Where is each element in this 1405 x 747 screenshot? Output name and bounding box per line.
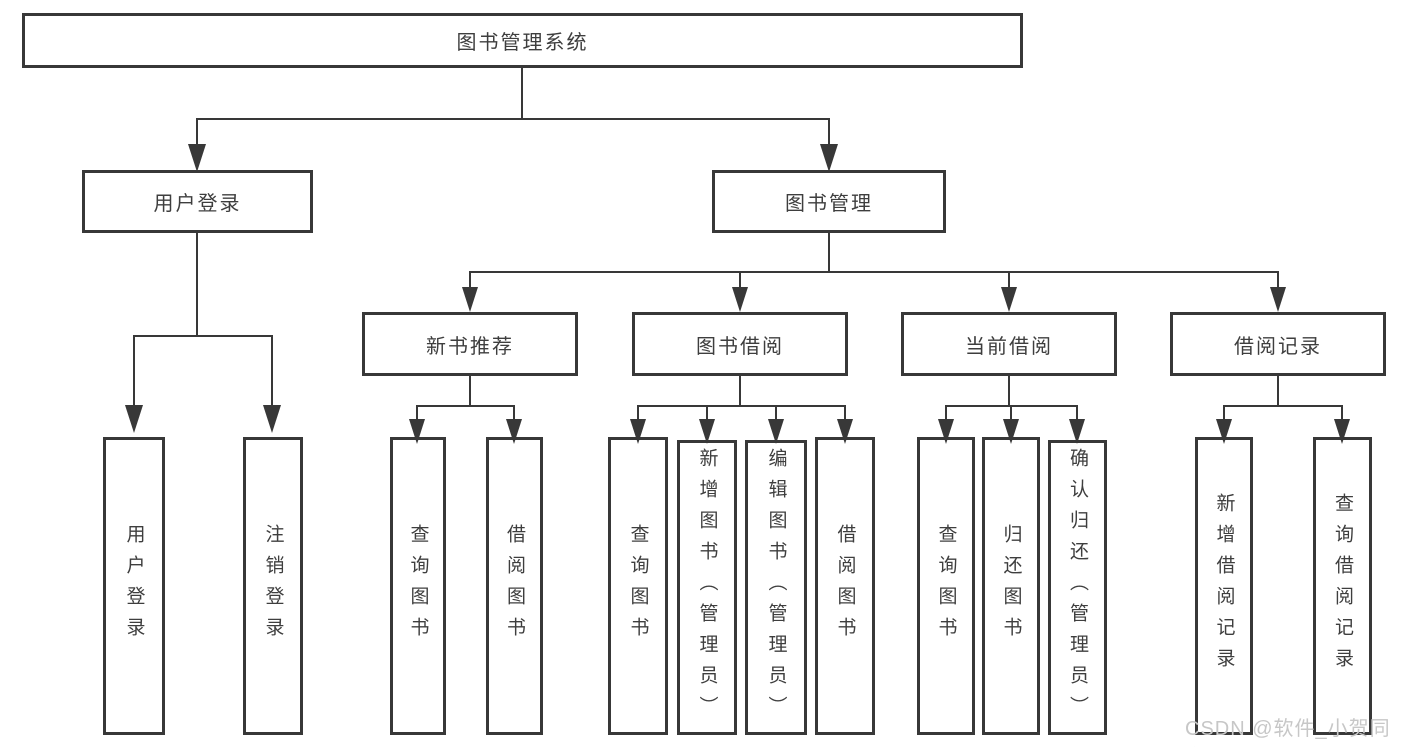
leaf-logout: 注销登录 (243, 437, 303, 735)
arrow-down-leaf-e1 (1216, 419, 1232, 444)
connector-leaf-d2 (1010, 405, 1012, 421)
arrow-down-leaf-c4 (837, 419, 853, 444)
leaf-user-login: 用户登录 (103, 437, 165, 735)
arrow-down-leaf-b2 (506, 419, 522, 444)
connector-level3-branch (469, 271, 1279, 273)
connector-level2-branch (197, 118, 830, 120)
connector-leaf-b1 (416, 405, 418, 421)
arrow-down-leaf-c2 (699, 419, 715, 444)
node-book-borrow: 图书借阅 (632, 312, 848, 376)
arrow-down-leaf-e2 (1334, 419, 1350, 444)
connector-root-stem (521, 68, 523, 119)
connector-leaf-c4 (844, 405, 846, 421)
node-current-borrow: 当前借阅 (901, 312, 1117, 376)
connector-to-borrow-records (1277, 271, 1279, 289)
connector-leaf-b2 (513, 405, 515, 421)
connector-user-login-stem (196, 233, 198, 335)
arrow-down-leaf-d1 (938, 419, 954, 444)
arrow-down-leaf-c1 (630, 419, 646, 444)
connector-leaf-d1 (945, 405, 947, 421)
leaf-return-book: 归还图书 (982, 437, 1040, 735)
connector-leaf-d3 (1076, 405, 1078, 421)
connector-current-borrow-stem (1008, 375, 1010, 406)
connector-borrow-records-branch (1223, 405, 1343, 407)
node-library-system: 图书管理系统 (22, 13, 1023, 68)
node-user-login: 用户登录 (82, 170, 313, 233)
connector-leaf-e1 (1223, 405, 1225, 421)
connector-leaf-c1 (637, 405, 639, 421)
node-borrow-records: 借阅记录 (1170, 312, 1386, 376)
arrow-down-book-borrow (732, 287, 748, 312)
connector-leaf-e2 (1341, 405, 1343, 421)
connector-book-borrow-branch (637, 405, 846, 407)
csdn-watermark: CSDN @软件_小贺同学 (1185, 718, 1391, 740)
arrow-down-current-borrow (1001, 287, 1017, 312)
connector-leaf-c3 (775, 405, 777, 421)
connector-new-book-branch (416, 405, 515, 407)
arrow-down-leaf-d3 (1069, 419, 1085, 444)
connector-to-new-book (469, 271, 471, 289)
connector-login-branch (133, 335, 273, 337)
connector-new-book-stem (469, 375, 471, 406)
node-new-book-recommend: 新书推荐 (362, 312, 578, 376)
arrow-down-borrow-records (1270, 287, 1286, 312)
arrow-down-book-management (820, 144, 838, 172)
connector-to-user-login (196, 118, 198, 146)
leaf-query-book-recommend: 查询图书 (390, 437, 446, 735)
leaf-confirm-return-admin: 确认归还（管理员） (1048, 440, 1107, 735)
arrow-down-leaf-c3 (768, 419, 784, 444)
leaf-borrow-book: 借阅图书 (815, 437, 875, 735)
leaf-add-borrow-record: 新增借阅记录 (1195, 437, 1253, 735)
leaf-query-borrow-record: 查询借阅记录 (1313, 437, 1372, 735)
connector-to-leaf-logout (271, 335, 273, 407)
connector-borrow-records-stem (1277, 375, 1279, 406)
connector-to-leaf-user-login (133, 335, 135, 407)
arrow-down-leaf-b1 (409, 419, 425, 444)
leaf-query-book-current: 查询图书 (917, 437, 975, 735)
connector-leaf-c2 (706, 405, 708, 421)
leaf-add-book-admin: 新增图书（管理员） (677, 440, 737, 735)
arrow-down-leaf-d2 (1003, 419, 1019, 444)
arrow-down-user-login (188, 144, 206, 172)
leaf-query-book-borrow: 查询图书 (608, 437, 668, 735)
arrow-down-new-book (462, 287, 478, 312)
leaf-borrow-book-recommend: 借阅图书 (486, 437, 543, 735)
node-book-management: 图书管理 (712, 170, 946, 233)
connector-to-current-borrow (1008, 271, 1010, 289)
connector-book-borrow-stem (739, 375, 741, 406)
arrow-down-leaf-user-login (125, 405, 143, 433)
arrow-down-leaf-logout (263, 405, 281, 433)
connector-to-book-management (828, 118, 830, 146)
connector-to-book-borrow (739, 271, 741, 289)
connector-book-management-stem (828, 233, 830, 273)
leaf-edit-book-admin: 编辑图书（管理员） (745, 440, 807, 735)
